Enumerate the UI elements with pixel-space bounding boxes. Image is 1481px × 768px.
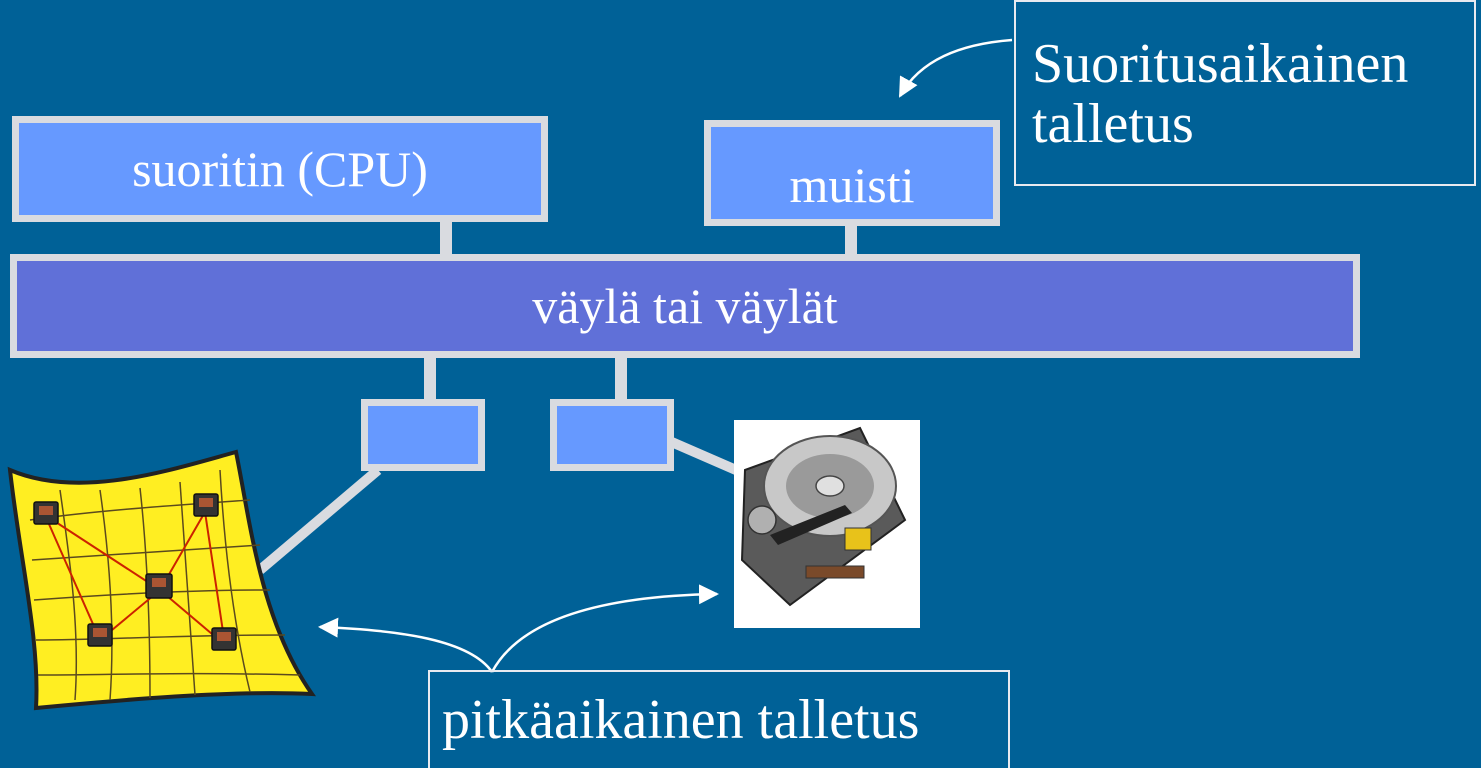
io-controller-disk <box>550 399 674 471</box>
memory-label: muisti <box>789 157 915 213</box>
bus-label: väylä tai väylät <box>532 278 838 334</box>
longterm-storage-label: pitkäaikainen talletus <box>442 689 920 751</box>
cpu-box: suoritin (CPU) <box>12 116 548 222</box>
bus-box: väylä tai väylät <box>10 254 1360 358</box>
controller1-bus-connector <box>424 358 436 400</box>
runtime-storage-line2: talletus <box>1032 93 1194 155</box>
longterm-storage-callout: pitkäaikainen talletus <box>428 670 1010 768</box>
runtime-storage-line1: Suoritusaikainen <box>1032 33 1409 95</box>
controller2-bus-connector <box>615 358 627 400</box>
memory-bus-connector <box>845 226 857 256</box>
memory-box: muisti <box>704 120 1000 226</box>
runtime-arrow <box>898 38 1013 98</box>
longterm-arrow-left <box>318 617 494 673</box>
network-icon <box>7 449 316 711</box>
runtime-storage-callout: Suoritusaikainen talletus <box>1014 0 1476 186</box>
cpu-bus-connector <box>440 220 452 256</box>
network-connector <box>256 466 382 574</box>
longterm-arrow-right <box>490 584 719 673</box>
disk-connector <box>665 435 738 475</box>
cpu-label: suoritin (CPU) <box>132 141 428 197</box>
hard-disk-icon <box>734 420 920 628</box>
io-controller-network <box>361 399 485 471</box>
